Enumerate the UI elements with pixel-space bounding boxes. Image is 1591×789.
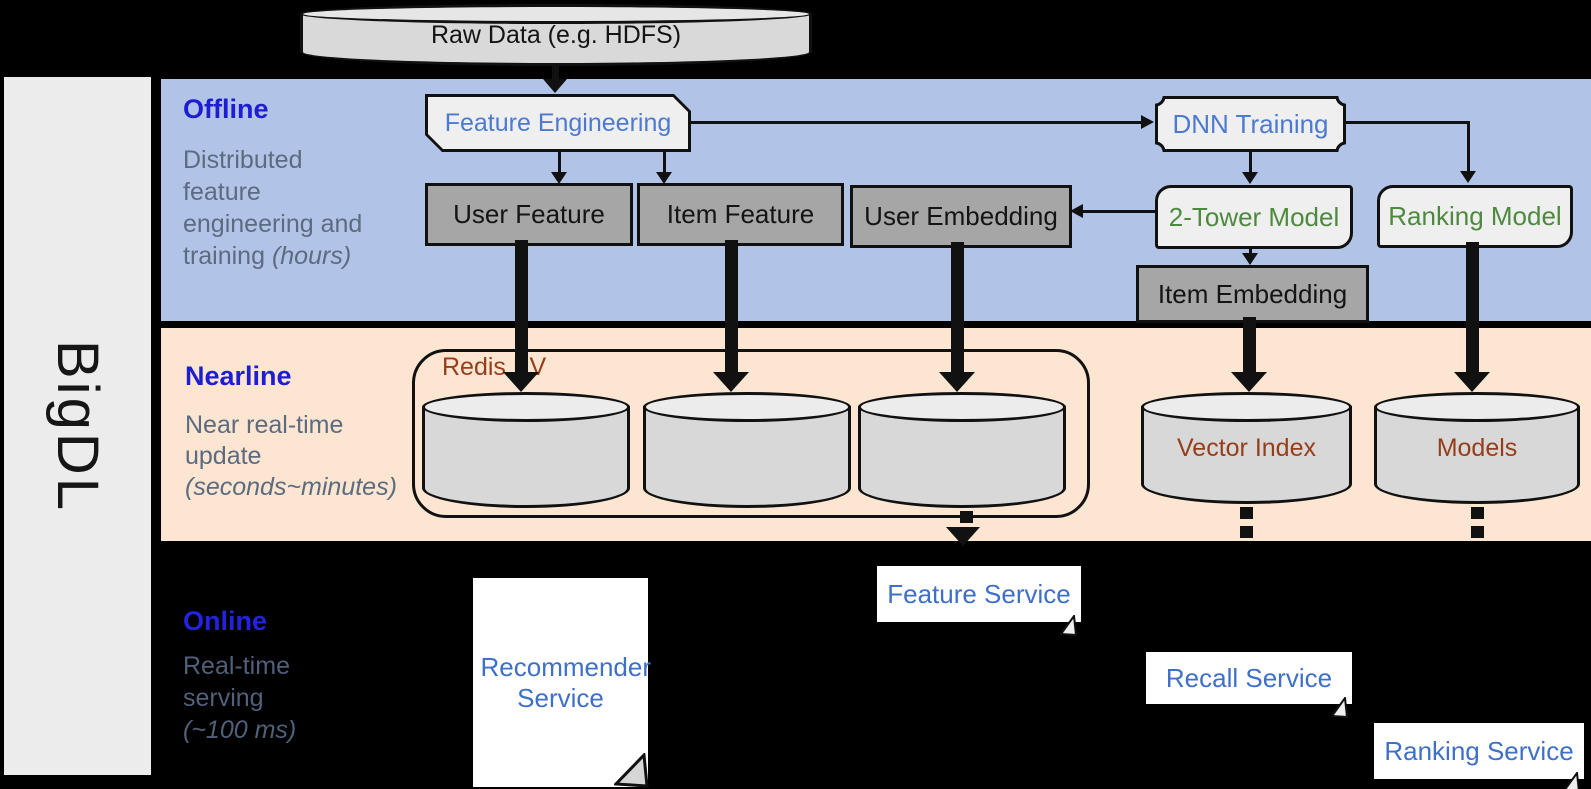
cylinder-top xyxy=(300,4,812,24)
folded-corner-icon xyxy=(1331,697,1349,719)
recommender-service-label: Recommender Service xyxy=(480,651,652,713)
models-label: Models xyxy=(1436,434,1518,462)
nearline-section-label: Nearline xyxy=(185,361,292,391)
arrowhead xyxy=(1454,372,1490,392)
arrowhead xyxy=(503,372,539,392)
ranking-service-node: Ranking Service xyxy=(1374,723,1584,789)
arrow-itemfeature-to-redis xyxy=(725,240,738,374)
feature-engineering-label: Feature Engineering xyxy=(428,97,688,149)
desc-line: Distributed xyxy=(183,146,303,174)
item-embedding-node: Item Embedding xyxy=(1136,265,1369,323)
ranking-model-node: Ranking Model xyxy=(1377,185,1573,248)
user-feature-node: User Feature xyxy=(425,183,633,246)
dnn-training-label: DNN Training xyxy=(1172,108,1329,139)
cylinder-top xyxy=(1374,392,1580,422)
arrow-dnn-to-ranking xyxy=(1346,121,1470,124)
arrowhead xyxy=(946,527,980,546)
arrow-itemembedding-to-vectorindex xyxy=(1243,317,1256,374)
dashed-link-vectorindex xyxy=(1240,507,1253,538)
cylinder-top xyxy=(643,392,851,422)
offline-description: Distributed feature engineering and trai… xyxy=(183,144,362,272)
cylinder-shape xyxy=(858,406,1066,508)
kv-store-cylinder-3 xyxy=(858,392,1066,508)
bigdl-logo-text: BigDL xyxy=(45,339,110,513)
folded-corner-icon xyxy=(1060,615,1078,637)
dashed-arrow-redis-to-featureservice xyxy=(960,511,973,524)
desc-line: update xyxy=(185,442,262,470)
dashed-link-models xyxy=(1471,507,1484,538)
item-feature-node: Item Feature xyxy=(637,183,844,246)
two-tower-model-label: 2-Tower Model xyxy=(1168,201,1340,232)
arrowhead xyxy=(656,172,672,184)
cylinder-shape xyxy=(1141,406,1352,504)
desc-line: feature xyxy=(183,178,261,206)
cylinder-shape xyxy=(1374,406,1580,504)
user-embedding-node: User Embedding xyxy=(850,185,1072,248)
arrow-userembedding-to-redis xyxy=(951,242,964,374)
cylinder-shape xyxy=(643,406,851,508)
arrowhead xyxy=(551,172,567,184)
arrowhead xyxy=(1242,253,1258,265)
ranking-service-label: Ranking Service xyxy=(1384,735,1574,766)
arrowhead xyxy=(1231,372,1267,392)
arrowhead xyxy=(939,372,975,392)
raw-data-label: Raw Data (e.g. HDFS) xyxy=(430,20,682,49)
bigdl-sidebar: BigDL xyxy=(4,77,151,775)
recall-service-node: Recall Service xyxy=(1146,652,1352,719)
offline-section-label: Offline xyxy=(183,94,269,124)
plaque-shape xyxy=(1155,96,1346,152)
arrow-userfeature-to-redis xyxy=(515,240,528,374)
models-cylinder: Models xyxy=(1374,392,1580,504)
desc-line: Near real-time xyxy=(185,411,344,439)
arrowhead xyxy=(543,79,567,93)
arrow-2tower-to-itemembedding xyxy=(1249,243,1252,255)
dnn-training-node: DNN Training xyxy=(1155,96,1346,152)
arrowhead xyxy=(1460,171,1476,183)
arrowhead xyxy=(1141,115,1154,129)
feature-engineering-node: Feature Engineering xyxy=(425,94,691,152)
cylinder-top xyxy=(1141,392,1352,422)
raw-data-cylinder: Raw Data (e.g. HDFS) xyxy=(300,4,812,66)
online-section-label: Online xyxy=(183,606,268,636)
desc-line: (seconds~minutes) xyxy=(185,473,397,501)
desc-line: training (hours) xyxy=(183,242,352,270)
user-embedding-label: User Embedding xyxy=(864,201,1058,231)
two-tower-model-node: 2-Tower Model xyxy=(1155,185,1353,249)
ranking-model-label: Ranking Model xyxy=(1388,201,1562,231)
item-embedding-label: Item Embedding xyxy=(1157,278,1348,309)
arrowhead xyxy=(1070,204,1083,218)
arrowhead xyxy=(1242,172,1258,184)
arrow-rankingmodel-to-models xyxy=(1466,242,1479,374)
online-description: Real-time serving (~100 ms) xyxy=(183,650,296,746)
cylinder-top xyxy=(858,392,1066,422)
desc-line: (~100 ms) xyxy=(183,716,297,744)
kv-store-cylinder-2 xyxy=(643,392,851,508)
desc-line: serving xyxy=(183,684,264,712)
arrow-dnn-to-2tower xyxy=(1249,152,1252,174)
item-feature-label: Item Feature xyxy=(666,199,815,229)
arrow-fe-to-userfeature xyxy=(558,152,561,174)
arrow-dnn-to-ranking-v xyxy=(1467,121,1470,173)
recommender-service-node: Recommender Service xyxy=(473,578,652,788)
arrowhead xyxy=(713,372,749,392)
arrow-fe-to-dnn xyxy=(691,121,1143,124)
folded-corner-icon xyxy=(1564,772,1580,789)
recall-service-label: Recall Service xyxy=(1165,662,1333,693)
feature-service-label: Feature Service xyxy=(887,578,1071,609)
user-feature-label: User Feature xyxy=(453,199,605,229)
vector-index-label: Vector Index xyxy=(1177,434,1316,462)
desc-line: engineering and xyxy=(183,210,363,238)
vector-index-cylinder: Vector Index xyxy=(1141,392,1352,504)
nearline-description: Near real-time update (seconds~minutes) xyxy=(185,410,397,503)
folded-corner-icon xyxy=(614,753,649,788)
desc-line: Real-time xyxy=(183,652,290,680)
arrow-fe-to-itemfeature xyxy=(663,152,666,174)
cylinder-shape xyxy=(422,406,630,508)
arrow-rawdata-to-fe xyxy=(552,64,559,82)
feature-service-node: Feature Service xyxy=(877,566,1081,637)
redis-kv-container xyxy=(412,349,1090,518)
kv-store-cylinder-1 xyxy=(422,392,630,508)
cylinder-top xyxy=(422,392,630,422)
arrow-2tower-to-userembedding xyxy=(1083,210,1155,213)
